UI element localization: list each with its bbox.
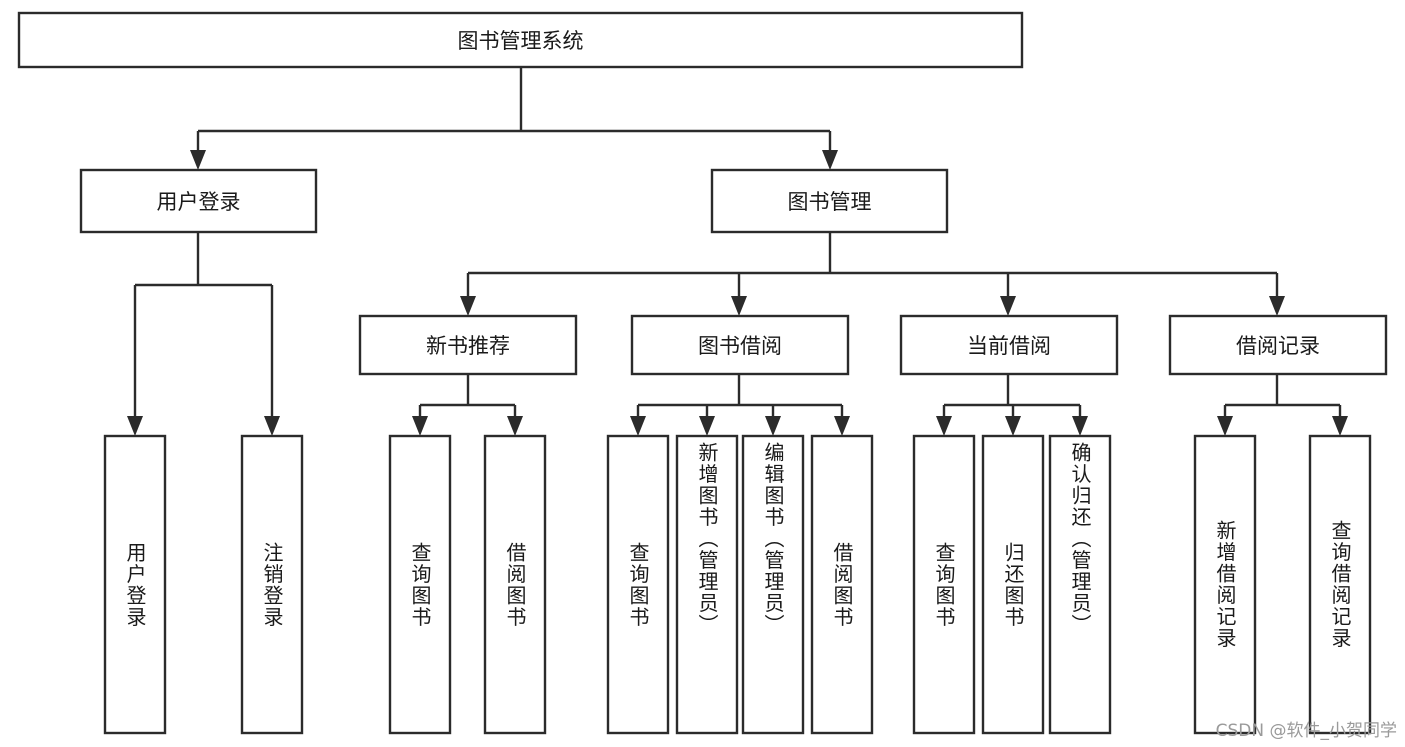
node-root[interactable] [17, 11, 1024, 69]
leaf-current-borrow-3[interactable] [1048, 434, 1112, 735]
arrow-userlogin-leaf1 [127, 416, 143, 436]
leaf-current-borrow-2[interactable] [981, 434, 1045, 735]
arrow-newbook-leaf2 [507, 416, 523, 436]
arrow-borrow-leaf2 [699, 416, 715, 436]
node-new-book-recommend[interactable] [358, 314, 578, 376]
arrow-current-leaf2 [1005, 416, 1021, 436]
node-book-management[interactable] [710, 168, 949, 234]
leaf-book-borrow-1[interactable] [606, 434, 670, 735]
arrow-bookmgmt-current [1000, 296, 1016, 316]
leaf-new-book-2[interactable] [483, 434, 547, 735]
arrow-current-leaf3 [1072, 416, 1088, 436]
arrow-borrow-leaf3 [765, 416, 781, 436]
leaf-borrow-record-1[interactable] [1193, 434, 1257, 735]
arrow-bookmgmt-new [460, 296, 476, 316]
leaf-book-borrow-3[interactable] [741, 434, 805, 735]
arrow-root-to-userlogin [190, 150, 206, 170]
arrow-record-leaf2 [1332, 416, 1348, 436]
arrow-record-leaf1 [1217, 416, 1233, 436]
arrow-current-leaf1 [936, 416, 952, 436]
leaf-current-borrow-1[interactable] [912, 434, 976, 735]
edges-layer [127, 67, 1348, 436]
arrow-bookmgmt-borrow [731, 296, 747, 316]
leaf-book-borrow-2[interactable] [675, 434, 739, 735]
leaf-user-login-2[interactable] [240, 434, 304, 735]
leaf-new-book-1[interactable] [388, 434, 452, 735]
leaf-user-login-1[interactable] [103, 434, 167, 735]
node-borrow-record[interactable] [1168, 314, 1388, 376]
nodes-layer [17, 11, 1388, 735]
arrow-userlogin-leaf2 [264, 416, 280, 436]
arrow-bookmgmt-record [1269, 296, 1285, 316]
node-user-login[interactable] [79, 168, 318, 234]
arrow-borrow-leaf1 [630, 416, 646, 436]
node-current-borrow[interactable] [899, 314, 1119, 376]
arrow-newbook-leaf1 [412, 416, 428, 436]
arrow-borrow-leaf4 [834, 416, 850, 436]
leaf-borrow-record-2[interactable] [1308, 434, 1372, 735]
arrow-root-to-bookmgmt [822, 150, 838, 170]
leaf-book-borrow-4[interactable] [810, 434, 874, 735]
node-book-borrow[interactable] [630, 314, 850, 376]
